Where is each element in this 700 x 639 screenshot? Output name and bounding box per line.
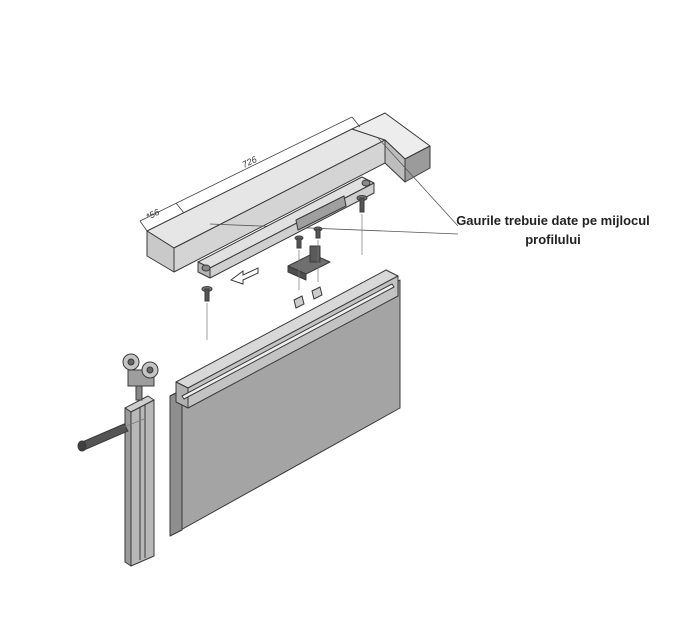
activator-block [287,245,331,281]
mounting-screw-left [201,286,213,302]
mounting-screw-right [356,195,368,213]
long-bolt [77,418,145,452]
stopper-screws [294,226,323,249]
roller-wheels [122,353,159,401]
callout-leader-lines [209,137,459,235]
door-panel [169,279,401,537]
soft-close-mechanism [197,176,375,279]
spacer-blocks [293,286,323,309]
callout-line-1: Gaurile trebuie date pe mijlocul [456,213,650,228]
direction-arrow-icon [229,267,259,285]
dimension-offset-label: *56 [144,207,161,222]
dimension-spacing-label: 726 [240,154,258,170]
top-rail-profile [175,269,399,409]
top-cover-profile [146,112,431,273]
dimension-lines [139,116,361,232]
end-profile [124,395,155,567]
callout-note: Gaurile trebuie date pe mijlocul profilu… [448,211,658,249]
callout-line-2: profilului [525,232,581,247]
assembly-guide-lines [206,214,363,340]
